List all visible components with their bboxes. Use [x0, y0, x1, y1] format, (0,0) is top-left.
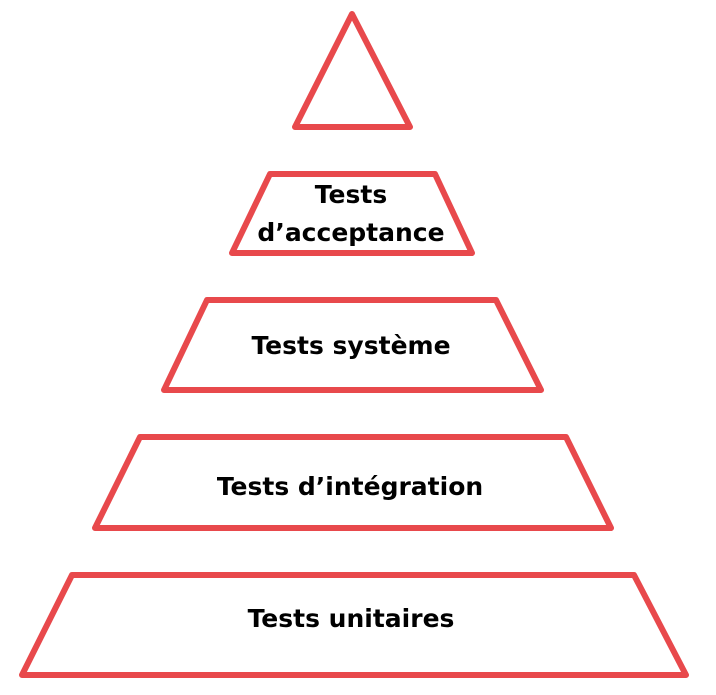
tier-acceptance-tests: Tests d’acceptance — [229, 171, 475, 256]
tier-acceptance-shape — [229, 171, 475, 256]
tier-system-shape — [161, 297, 544, 393]
tier-unit-shape — [19, 572, 689, 678]
tier-integration-label: Tests d’intégration — [217, 472, 483, 501]
tier-integration-shape — [92, 434, 614, 531]
tier-apex — [292, 11, 413, 130]
tier-apex-shape — [292, 11, 413, 130]
tier-acceptance-label-line-2: d’acceptance — [257, 218, 444, 247]
tier-integration-tests: Tests d’intégration — [92, 434, 614, 531]
tier-system-label: Tests système — [251, 331, 450, 360]
tier-unit-label: Tests unitaires — [248, 604, 455, 633]
tier-unit-tests: Tests unitaires — [19, 572, 689, 678]
tier-system-tests: Tests système — [161, 297, 544, 393]
tier-acceptance-label-line-1: Tests — [315, 180, 387, 209]
